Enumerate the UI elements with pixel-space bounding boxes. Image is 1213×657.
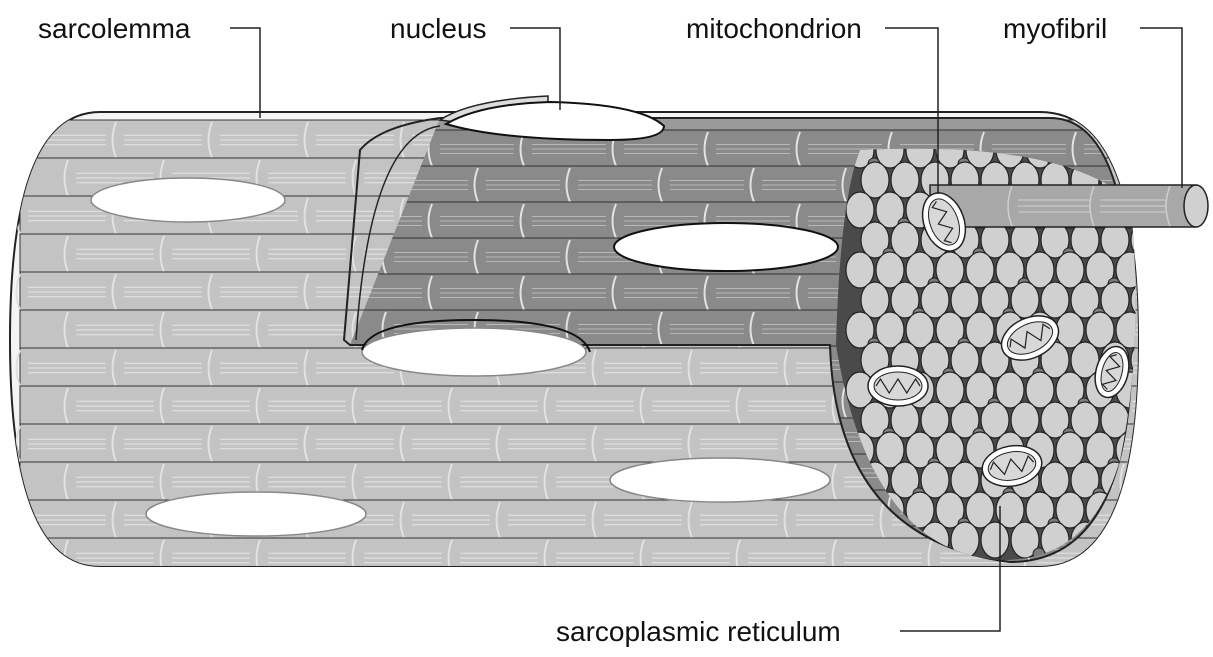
myofibril-cross-section xyxy=(1116,132,1144,168)
sarcoplasmic-reticulum-dot xyxy=(1138,338,1150,350)
myofibril-cross-section xyxy=(1131,522,1159,558)
myofibril-cross-section xyxy=(1131,462,1159,498)
sarcoplasmic-reticulum-dot xyxy=(1138,158,1150,170)
label-myofibril: myofibril xyxy=(1003,13,1107,44)
leader-myofibril xyxy=(1140,28,1182,188)
label-sarcolemma: sarcolemma xyxy=(38,13,191,44)
leader-sarcolemma xyxy=(230,28,260,118)
nucleus-1 xyxy=(91,178,285,222)
myofibril-cross-section xyxy=(981,522,1009,558)
label-sarcoplasmic-reticulum: sarcoplasmic reticulum xyxy=(556,616,841,647)
mitochondrion xyxy=(868,366,928,406)
nucleus-5 xyxy=(146,492,366,536)
nucleus-2 xyxy=(614,223,838,271)
nucleus-4 xyxy=(610,458,830,502)
myofibril-cross-section xyxy=(1116,492,1144,528)
sarcoplasmic-reticulum-dot xyxy=(1123,548,1135,560)
sarcoplasmic-reticulum-dot xyxy=(1138,518,1150,530)
myofibril-end xyxy=(1184,185,1208,227)
protruding-myofibril xyxy=(930,185,1208,227)
label-mitochondrion: mitochondrion xyxy=(686,13,862,44)
nucleus-3 xyxy=(362,328,586,376)
sarcoplasmic-reticulum-dot xyxy=(1153,428,1165,440)
sarcoplasmic-reticulum-dot xyxy=(1153,248,1165,260)
label-nucleus: nucleus xyxy=(390,13,487,44)
